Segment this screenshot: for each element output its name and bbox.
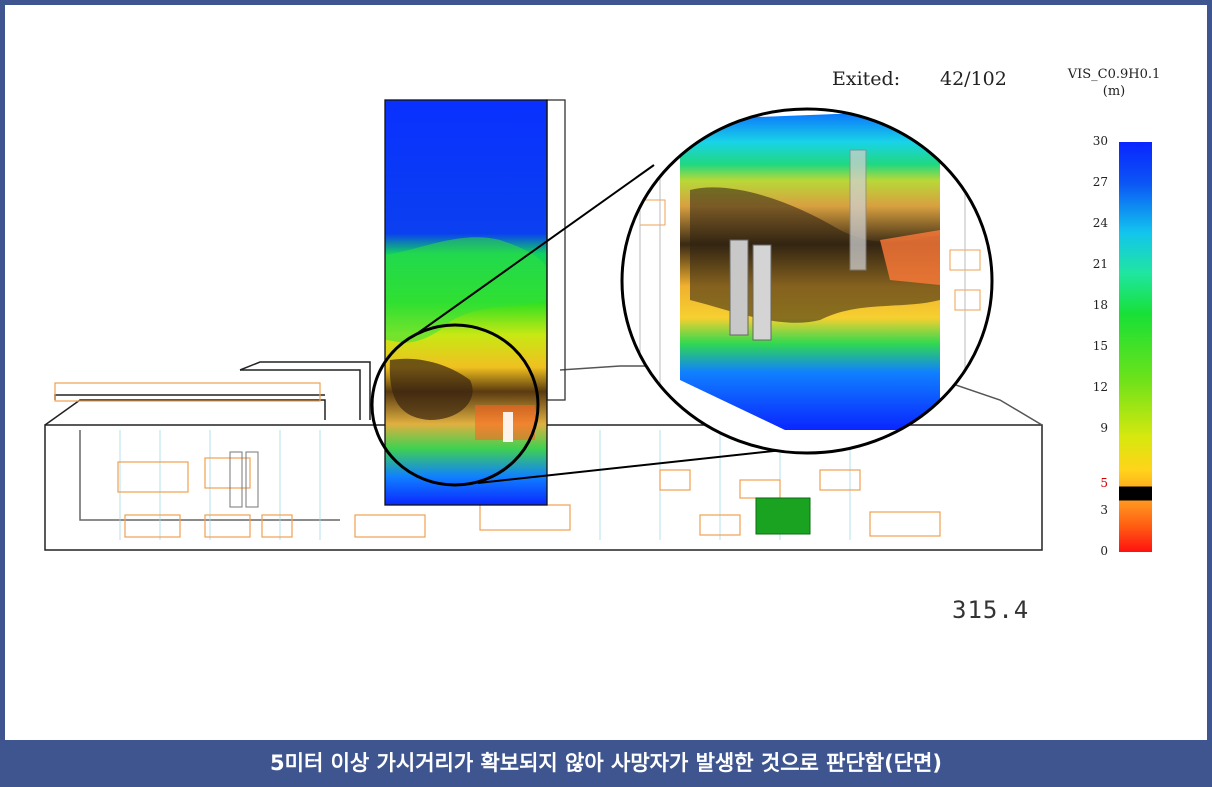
exit-box <box>755 497 811 535</box>
zoom-view <box>622 109 992 453</box>
legend-variable: VIS_C0.9H0.1 <box>1067 67 1161 82</box>
legend-tick: 27 <box>1092 175 1108 189</box>
exited-count: 42/102 <box>940 68 1007 90</box>
legend-unit: (m) <box>1102 84 1126 99</box>
legend-tick: 12 <box>1092 380 1108 394</box>
smoke-visibility-visualization <box>44 99 1043 551</box>
legend-tick: 21 <box>1092 257 1108 271</box>
caption-bar: 5미터 이상 가시거리가 확보되지 않아 사망자가 발생한 것으로 판단함(단면… <box>0 740 1212 787</box>
exited-label: Exited: <box>832 68 901 90</box>
simulation-time: 315.4 <box>952 596 1030 624</box>
legend-tick: 15 <box>1092 339 1108 353</box>
legend-title: VIS_C0.9H0.1 (m) <box>1052 66 1176 100</box>
columns <box>229 451 259 508</box>
legend-tick: 0 <box>1100 544 1108 558</box>
legend-tick: 3 <box>1100 503 1108 517</box>
legend-tick: 24 <box>1092 216 1108 230</box>
visibility-colorbar <box>1119 142 1152 552</box>
furniture-outlines <box>54 382 941 538</box>
legend-tick: 30 <box>1092 134 1108 148</box>
legend-tick-threshold: 5 <box>1100 476 1108 490</box>
legend-tick: 9 <box>1100 421 1108 435</box>
magnify-source-circle <box>370 323 540 487</box>
magnify-zoom-circle <box>620 107 994 455</box>
legend-tick: 18 <box>1092 298 1108 312</box>
